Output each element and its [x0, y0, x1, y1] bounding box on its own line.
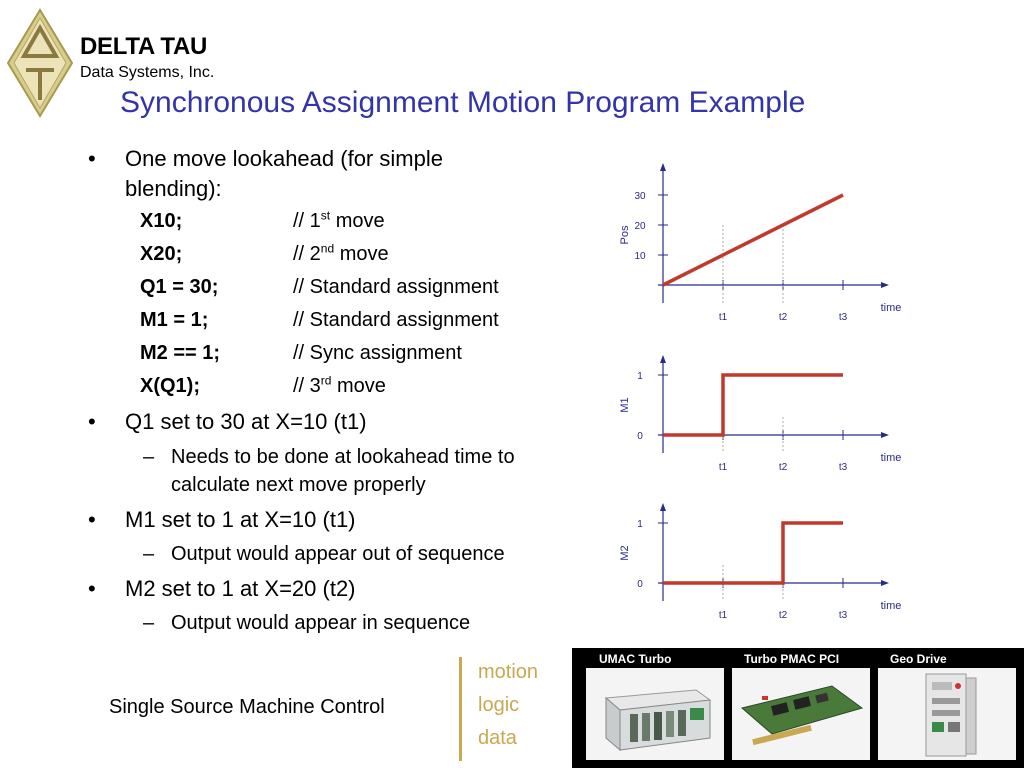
x-axis-label: time [881, 302, 902, 314]
bullet-item-q1: • Q1 set to 30 at X=10 (t1) [88, 407, 568, 437]
series-line [662, 193, 844, 287]
code-comment: // Sync assignment [293, 342, 462, 364]
y-tick-label: 0 [637, 431, 643, 442]
bullet-text: M1 set to 1 at X=10 (t1) [125, 507, 356, 532]
footer-tag-motion: motion [478, 661, 539, 683]
code-command: X10; [140, 210, 183, 232]
dash-glyph: – [143, 612, 155, 634]
footer-tagline: Single Source Machine Control [109, 696, 385, 718]
bullet-item-m2: • M2 set to 1 at X=20 (t2) [88, 574, 568, 604]
x-tick-label: t2 [779, 462, 788, 473]
code-comment: // Standard assignment [293, 309, 499, 331]
sub-bullet-text: Output would appear in sequence [171, 612, 471, 634]
brand-name: DELTA TAU [80, 33, 208, 60]
x-tick-label: t1 [719, 462, 728, 473]
y-axis-label: Pos [619, 225, 631, 244]
product-label-geo: Geo Drive [890, 652, 947, 666]
sub-bullet-text: Needs to be done at lookahead time to [171, 446, 515, 468]
sub-bullet-text-cont: calculate next move properly [171, 474, 426, 496]
slide-title: Synchronous Assignment Motion Program Ex… [120, 86, 806, 119]
code-command: M1 = 1; [140, 309, 209, 331]
x-axis-label: time [881, 600, 902, 612]
bullet-text: Q1 set to 30 at X=10 (t1) [125, 409, 367, 434]
y-tick-label: 10 [634, 251, 646, 262]
product-label-umac: UMAC Turbo [599, 652, 672, 666]
x-tick-label: t3 [839, 610, 848, 621]
y-tick-label: 1 [637, 519, 643, 530]
code-command: M2 == 1; [140, 342, 221, 364]
bullet-text-cont: blending): [125, 176, 222, 201]
y-tick-label: 0 [637, 579, 643, 590]
code-comment: // 1st move [293, 208, 385, 232]
bullet-item-m1: • M1 set to 1 at X=10 (t1) [88, 505, 568, 535]
delta-tau-logo [6, 8, 74, 118]
y-axis-arrow [660, 503, 666, 511]
bullet-text: M2 set to 1 at X=20 (t2) [125, 576, 356, 601]
code-comment: // 3rd move [293, 373, 386, 397]
bullet-item-lookahead: • One move lookahead (for simple blendin… [88, 144, 558, 204]
bullet-text: One move lookahead (for simple [125, 146, 443, 171]
series-line [663, 521, 843, 585]
umac-turbo-image [586, 668, 724, 760]
geo-drive-image [878, 668, 1016, 760]
sub-bullet-item: – Needs to be done at lookahead time to … [143, 443, 573, 499]
brand-subtitle: Data Systems, Inc. [80, 64, 215, 81]
dash-glyph: – [143, 543, 155, 565]
x-axis-arrow [881, 282, 889, 288]
x-tick-label: t1 [719, 312, 728, 323]
dash-glyph: – [143, 446, 155, 468]
turbo-pmac-pci-image [732, 668, 870, 760]
x-axis-arrow [881, 580, 889, 586]
bullet-glyph: • [88, 146, 96, 171]
sub-bullet-item: – Output would appear out of sequence [143, 540, 573, 568]
x-tick-label: t3 [839, 462, 848, 473]
code-command: Q1 = 30; [140, 276, 219, 298]
x-tick-label: t2 [779, 312, 788, 323]
sub-bullet-text: Output would appear out of sequence [171, 543, 505, 565]
y-tick-label: 30 [634, 191, 646, 202]
product-panel: UMAC Turbo Turbo PMAC PCI Geo Drive [572, 648, 1024, 768]
x-axis-label: time [881, 452, 902, 464]
code-comment: // Standard assignment [293, 276, 499, 298]
bullet-glyph: • [88, 576, 96, 601]
y-tick-label: 20 [634, 221, 646, 232]
footer-divider [459, 657, 462, 761]
x-axis-arrow [881, 432, 889, 438]
bullet-glyph: • [88, 507, 96, 532]
sub-bullet-item: – Output would appear in sequence [143, 609, 573, 637]
footer-tag-data: data [478, 727, 517, 749]
y-tick-label: 1 [637, 371, 643, 382]
footer-tag-logic: logic [478, 694, 520, 716]
y-axis-arrow [660, 163, 666, 171]
code-command: X20; [140, 243, 183, 265]
y-axis-label: M1 [619, 397, 631, 412]
code-comment: // 2nd move [293, 241, 389, 265]
product-label-pmac: Turbo PMAC PCI [744, 652, 840, 666]
x-tick-label: t1 [719, 610, 728, 621]
y-axis-label: M2 [619, 545, 631, 560]
bullet-glyph: • [88, 409, 96, 434]
y-axis-arrow [660, 355, 666, 363]
x-tick-label: t3 [839, 312, 848, 323]
code-command: X(Q1); [140, 375, 200, 397]
x-tick-label: t2 [779, 610, 788, 621]
series-line [663, 373, 843, 437]
